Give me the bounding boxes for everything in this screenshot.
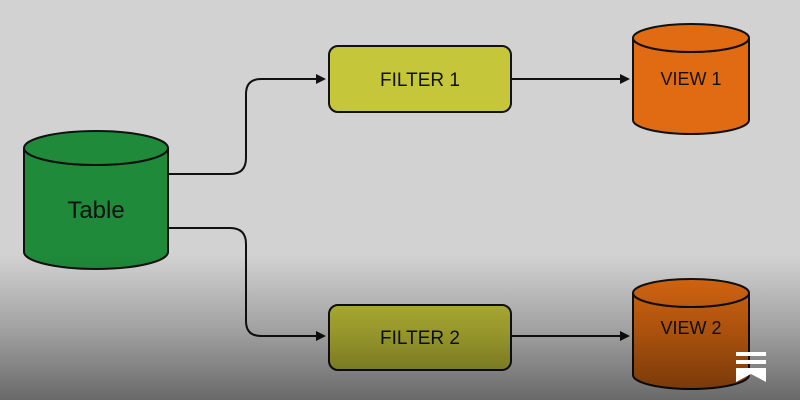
table-cylinder: Table	[23, 130, 169, 270]
edge-table-to-filter-2	[168, 227, 326, 341]
view-1-cylinder: VIEW 1	[632, 23, 750, 135]
view-2-label: VIEW 2	[660, 318, 721, 338]
filter-1-box: FILTER 1	[328, 45, 512, 113]
view-1-label: VIEW 1	[660, 69, 721, 89]
view-2-cylinder: VIEW 2	[632, 278, 750, 390]
table-label: Table	[67, 197, 124, 224]
edge-table-to-filter-1	[168, 74, 326, 175]
table-cylinder-top	[23, 130, 169, 166]
view-1-cylinder-top	[632, 23, 750, 53]
bookmark-icon[interactable]	[736, 352, 766, 382]
edges	[168, 74, 630, 341]
filter-2-box: FILTER 2	[328, 304, 512, 371]
view-2-cylinder-top	[632, 278, 750, 308]
filter-1-label: FILTER 1	[380, 70, 460, 91]
filter-2-label: FILTER 2	[380, 328, 460, 349]
